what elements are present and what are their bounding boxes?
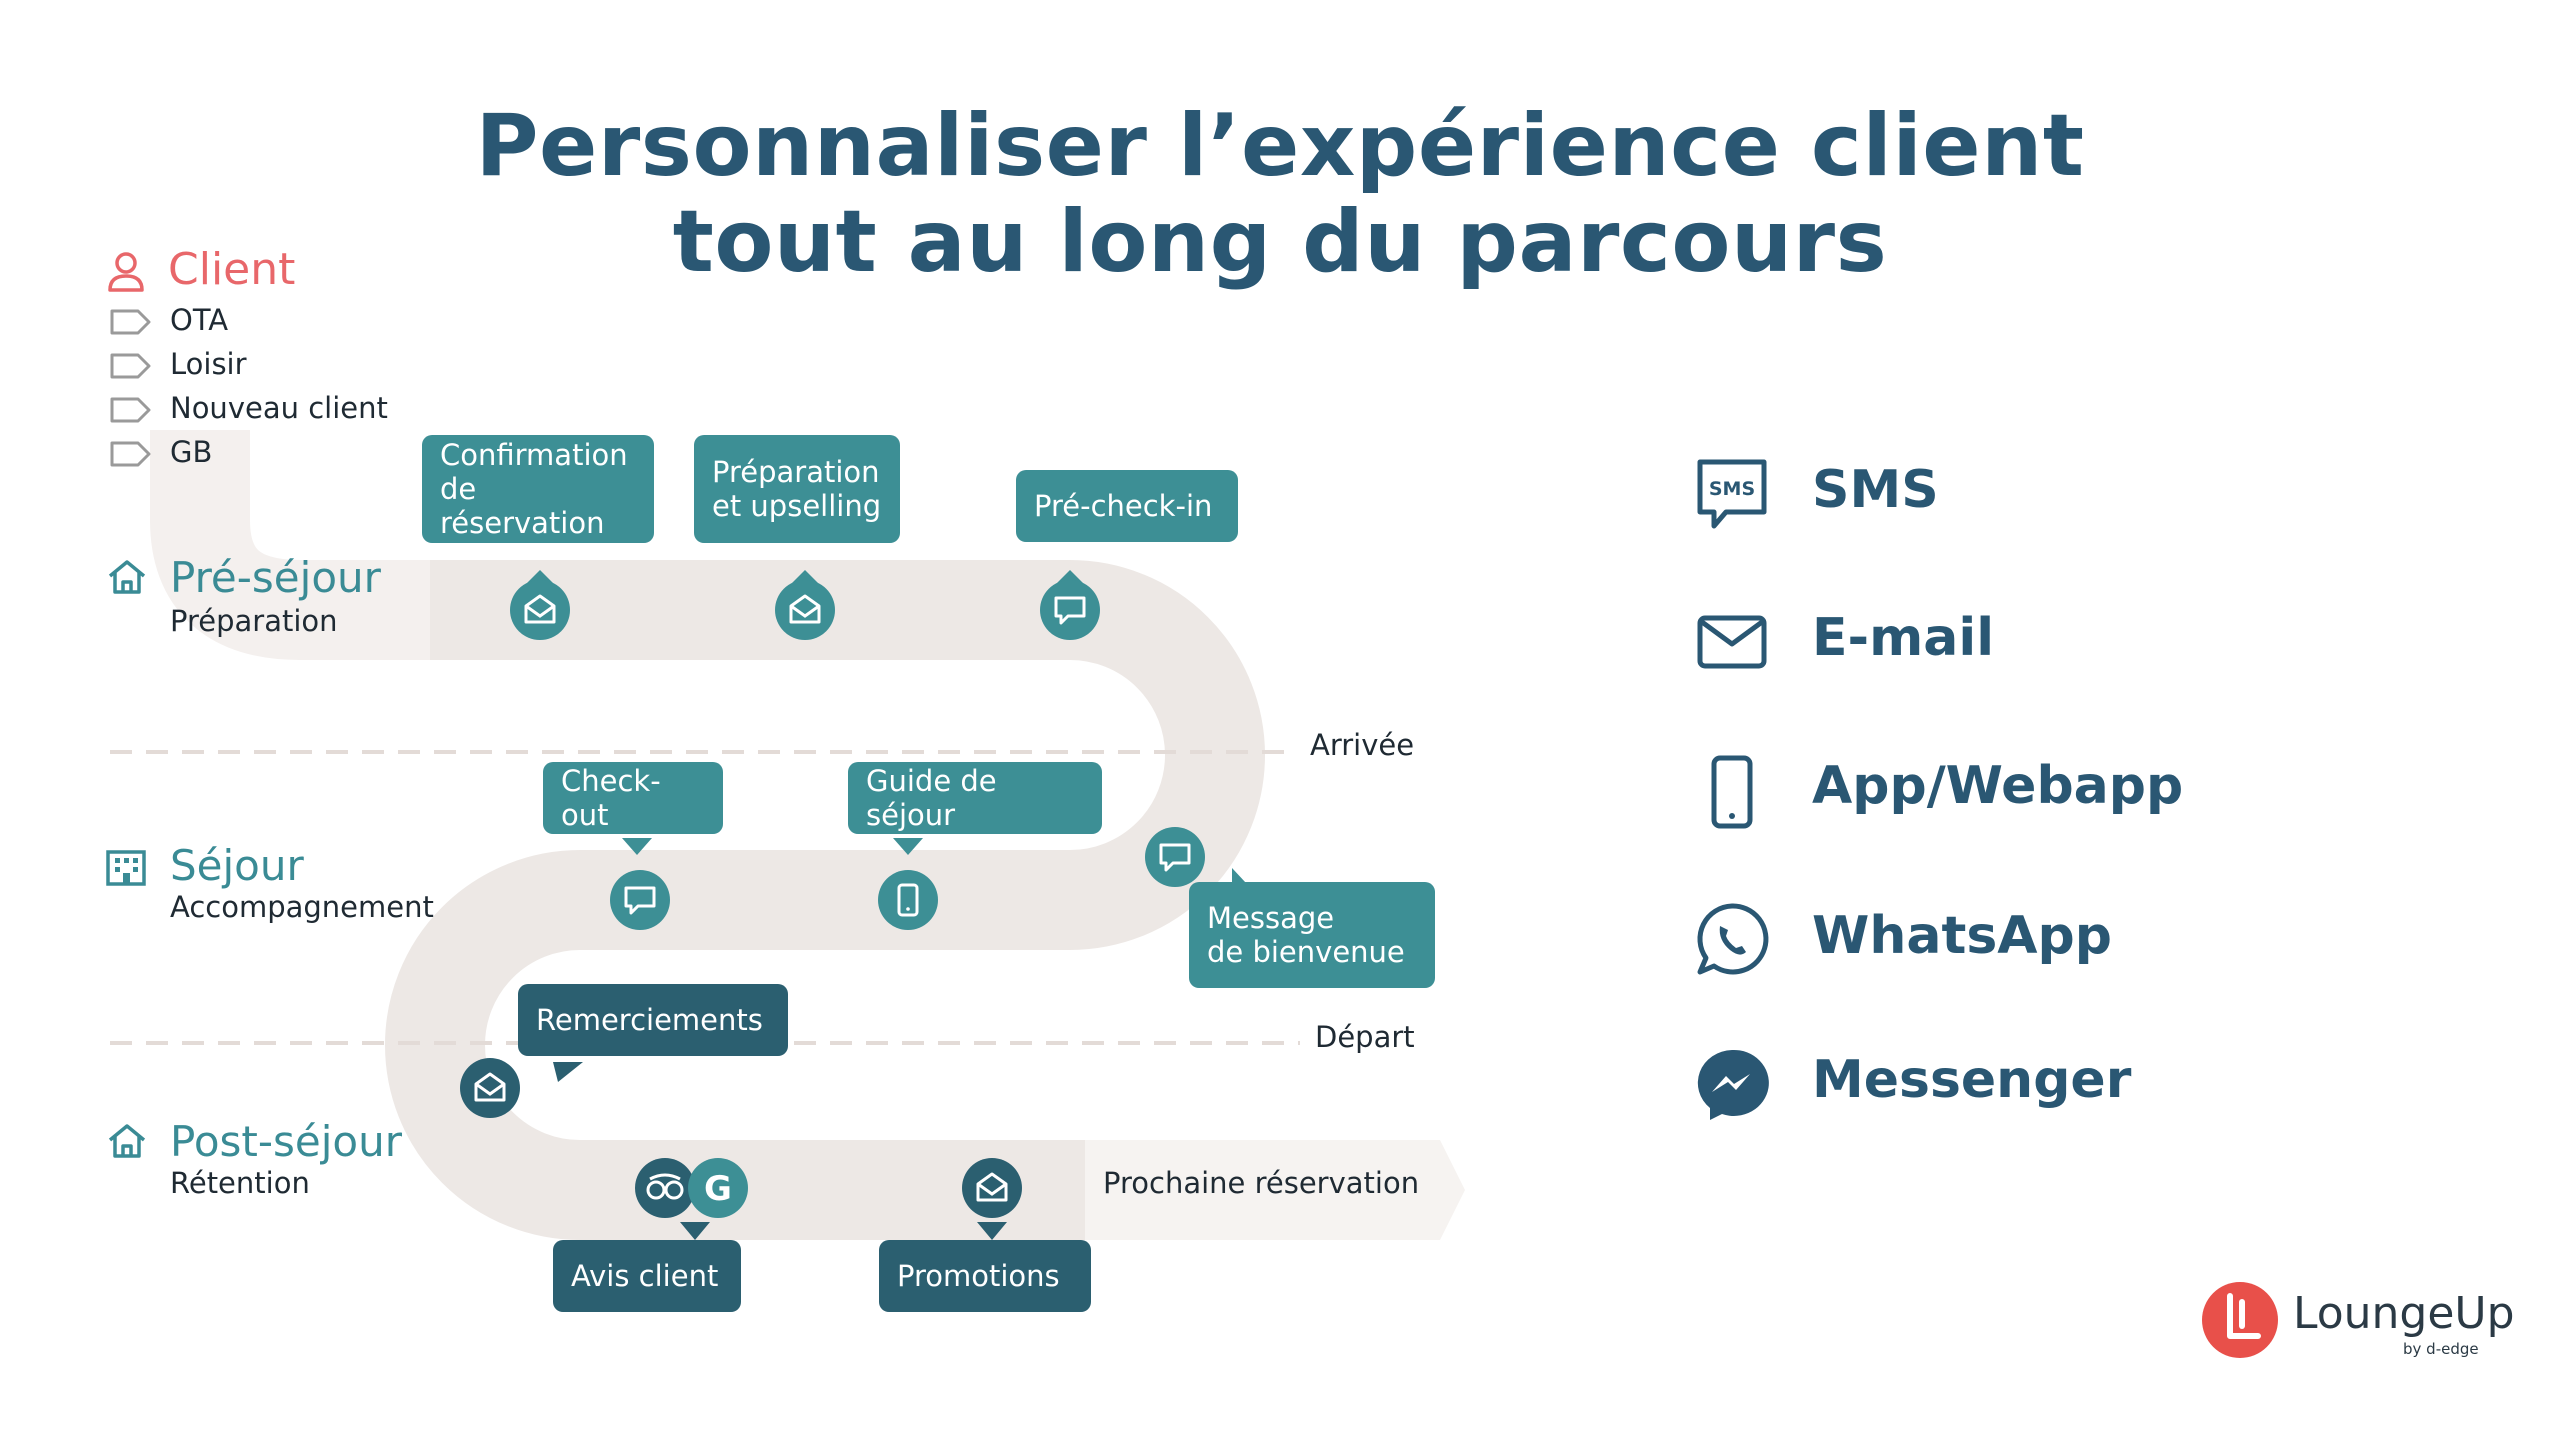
channel-label-app: App/Webapp	[1812, 756, 2184, 816]
stage-title-sejour: Séjour	[170, 841, 304, 890]
stage-title-pre: Pré-séjour	[170, 553, 381, 602]
next-booking-label: Prochaine réservation	[1103, 1166, 1420, 1200]
touchpoint-preparation: Préparation et upselling	[694, 435, 900, 543]
title-line-2: tout au long du parcours	[672, 192, 1888, 292]
touchpoint-welcome: Message de bienvenue	[1189, 882, 1435, 988]
tag-icon	[110, 397, 151, 423]
arrival-label: Arrivée	[1310, 728, 1415, 762]
title-line-1: Personnaliser l’expérience client	[475, 96, 2085, 196]
hotel-icon	[106, 850, 146, 886]
svg-text:G: G	[704, 1169, 732, 1209]
whatsapp-icon	[1697, 903, 1769, 975]
stage-title-post: Post-séjour	[170, 1117, 403, 1166]
touchpoint-guide: Guide de séjour	[848, 762, 1102, 834]
sms-icon: SMS	[1697, 459, 1767, 529]
logo-name: LoungeUp	[2293, 1288, 2515, 1339]
client-tag: Loisir	[170, 347, 247, 381]
email-icon	[1697, 615, 1767, 669]
touchpoint-precheckin: Pré-check-in	[1016, 470, 1238, 542]
smartphone-icon	[1711, 755, 1753, 829]
stage-subtitle-sejour: Accompagnement	[170, 890, 434, 924]
client-tag: GB	[170, 435, 213, 469]
road-arrow	[1085, 1140, 1465, 1240]
svg-text:SMS: SMS	[1709, 478, 1755, 500]
loungeup-logo-icon	[2202, 1282, 2278, 1358]
touchpoint-thanks: Remerciements	[518, 984, 788, 1056]
stage-subtitle-post: Rétention	[170, 1166, 310, 1200]
channel-label-messenger: Messenger	[1812, 1050, 2132, 1110]
node-confirmation-email	[510, 570, 570, 640]
client-tag: Nouveau client	[170, 391, 388, 425]
tag-icon	[110, 309, 151, 335]
node-guide-phone	[878, 838, 938, 930]
node-reviews: G	[635, 1158, 748, 1240]
channel-label-sms: SMS	[1812, 460, 1939, 520]
tag-icon	[110, 353, 151, 379]
touchpoint-confirmation: Confirmation de réservation	[422, 435, 654, 543]
channel-label-whatsapp: WhatsApp	[1812, 906, 2112, 966]
client-tag: OTA	[170, 303, 229, 337]
node-promotions-email	[962, 1158, 1022, 1240]
tag-icon	[110, 441, 151, 467]
messenger-icon	[1697, 1049, 1769, 1120]
home-icon	[108, 560, 146, 594]
road-tail	[150, 430, 430, 660]
channel-label-email: E-mail	[1812, 608, 1995, 668]
stage-subtitle-pre: Préparation	[170, 604, 338, 638]
touchpoint-reviews: Avis client	[553, 1240, 741, 1312]
home-icon	[108, 1124, 146, 1158]
node-preparation-email	[775, 570, 835, 640]
road-path	[385, 560, 1265, 1240]
touchpoint-checkout: Check-out	[543, 762, 723, 834]
departure-label: Départ	[1315, 1020, 1415, 1054]
client-title: Client	[168, 244, 296, 295]
page-title: Personnaliser l’expérience client tout a…	[0, 98, 2560, 290]
user-icon	[108, 252, 144, 292]
node-precheckin-chat	[1040, 570, 1100, 640]
node-checkout-chat	[610, 838, 670, 930]
node-thanks-email	[460, 1058, 583, 1118]
logo-byline: by d-edge	[2403, 1340, 2479, 1358]
touchpoint-promotions: Promotions	[879, 1240, 1091, 1312]
